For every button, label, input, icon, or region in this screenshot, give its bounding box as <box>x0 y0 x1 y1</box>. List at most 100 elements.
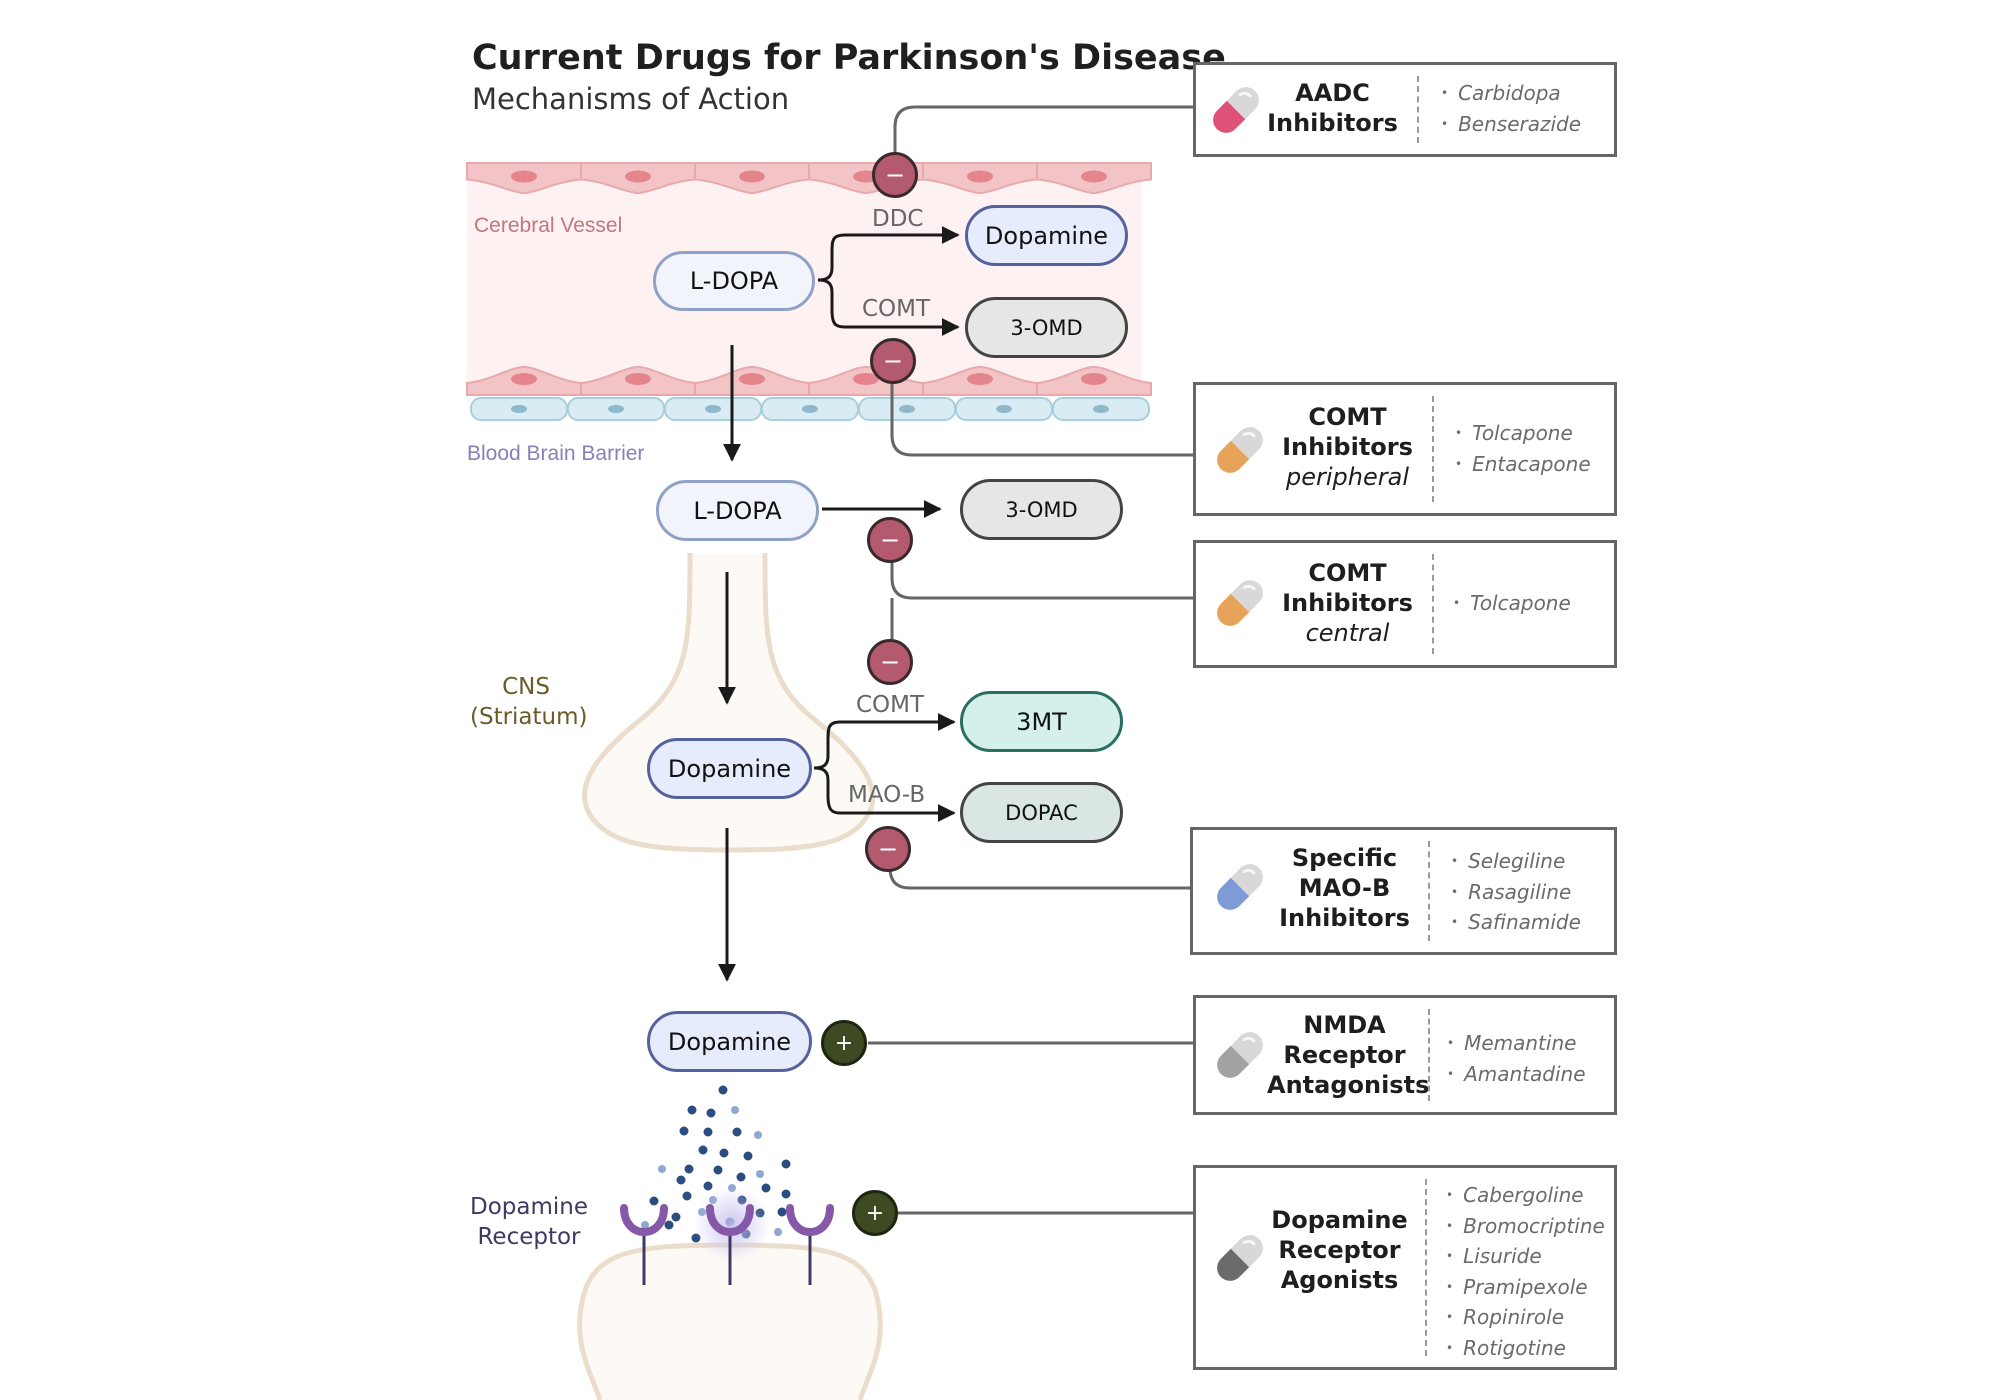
drug-class-scope: peripheral <box>1286 463 1409 491</box>
bbb-cell-nucleus <box>899 405 915 413</box>
dopamine-molecule <box>781 1159 791 1169</box>
vessel-cell-bottom-nucleus <box>853 373 879 385</box>
dopamine-molecule <box>687 1105 697 1115</box>
dopamine-molecule <box>718 1085 728 1095</box>
label-cerebral-vessel: Cerebral Vessel <box>474 214 623 237</box>
bbb-cells <box>470 397 1150 421</box>
drug-class-title-line: Inhibitors <box>1282 589 1413 617</box>
dopamine-molecule <box>761 1183 771 1193</box>
page-title: Current Drugs for Parkinson's Disease <box>472 38 1226 78</box>
brace-vessel <box>817 233 846 329</box>
drug-class-title-line: NMDA <box>1303 1011 1386 1039</box>
connector-aadc <box>893 105 1193 170</box>
drug-name: Rasagiline <box>1451 879 1581 910</box>
dopamine-molecule <box>671 1212 681 1222</box>
dopamine-molecule <box>713 1165 723 1175</box>
drug-list: TolcaponeEntacapone <box>1455 420 1591 481</box>
node-ldopa-vessel: L-DOPA <box>653 251 815 311</box>
node-ldopa-cns: L-DOPA <box>656 480 819 541</box>
drug-box-divider <box>1432 396 1434 502</box>
label-cns: CNS (Striatum) <box>470 672 588 732</box>
drug-name: Bromocriptine <box>1446 1213 1605 1244</box>
drug-name: Benserazide <box>1441 111 1581 142</box>
bbb-cell-nucleus <box>802 405 818 413</box>
dopamine-molecule <box>703 1181 713 1191</box>
dopamine-molecule <box>664 1220 674 1230</box>
dopamine-molecule <box>743 1151 753 1161</box>
drug-name: Lisuride <box>1446 1243 1605 1274</box>
drug-name: Tolcapone <box>1453 590 1571 621</box>
dopamine-molecule <box>684 1164 694 1174</box>
connector-comt-central <box>890 540 1193 660</box>
node-dopac: DOPAC <box>960 782 1123 843</box>
dopamine-molecule <box>777 1207 787 1217</box>
bbb-cell-nucleus <box>1093 405 1109 413</box>
bbb-cell-nucleus <box>511 405 527 413</box>
pill-icon <box>1217 1032 1263 1078</box>
drug-name: Pramipexole <box>1446 1274 1605 1305</box>
connector-maob <box>888 850 1190 890</box>
inhibit-marker-maob: − <box>865 826 911 872</box>
potentiate-marker-agonists: + <box>852 1190 898 1236</box>
vessel-cell-top-nucleus <box>511 170 537 183</box>
label-cns-line1: CNS <box>502 674 550 700</box>
pill-icon <box>1213 87 1259 133</box>
drug-class-title-line: Inhibitors <box>1267 109 1398 137</box>
dopamine-receptors <box>620 1204 834 1285</box>
pill-icon <box>1217 1235 1263 1281</box>
receptor-cup <box>706 1204 754 1236</box>
dopamine-molecule <box>719 1148 729 1158</box>
vessel-cell-bottom-nucleus <box>739 373 765 385</box>
vessel-cell-top-nucleus <box>967 170 993 183</box>
pill-icon <box>1217 580 1263 626</box>
drug-class-title-line: COMT <box>1308 403 1387 431</box>
dopamine-molecule <box>736 1172 746 1182</box>
vessel-cell-top-nucleus <box>1081 170 1107 183</box>
label-receptor-line1: Dopamine <box>470 1194 588 1220</box>
drug-box-divider <box>1428 1009 1430 1101</box>
dopamine-molecule <box>676 1175 686 1185</box>
receptor-glow <box>694 1187 770 1263</box>
drug-name: Safinamide <box>1451 909 1581 940</box>
vessel-cell-bottom-nucleus <box>967 373 993 385</box>
drug-name: Selegiline <box>1451 848 1581 879</box>
receptor-cup <box>786 1204 834 1236</box>
drug-list: CabergolineBromocriptineLisuridePramipex… <box>1446 1182 1605 1365</box>
node-3omd-vessel: 3-OMD <box>965 297 1128 358</box>
dopamine-molecule <box>781 1189 791 1199</box>
vessel-cell-top-nucleus <box>739 170 765 183</box>
enzyme-comt-vessel: COMT <box>862 296 931 322</box>
drug-class-title-line: Receptor <box>1278 1236 1401 1264</box>
enzyme-maob: MAO-B <box>848 782 926 808</box>
vessel-cell-bottom-nucleus <box>511 373 537 385</box>
inhibit-marker-comt-central-2: − <box>867 639 913 685</box>
drug-list: SelegilineRasagilineSafinamide <box>1451 848 1581 940</box>
drug-box-divider <box>1432 554 1434 654</box>
dopamine-molecule <box>641 1221 649 1229</box>
drug-name: Rotigotine <box>1446 1335 1605 1366</box>
drug-name: Carbidopa <box>1441 80 1581 111</box>
label-cns-line2: (Striatum) <box>470 704 588 730</box>
drug-box-divider <box>1428 841 1430 941</box>
inhibit-marker-comt-peripheral: − <box>870 338 916 384</box>
node-dopamine-synapse: Dopamine <box>647 1011 812 1072</box>
enzyme-ddc: DDC <box>872 206 924 232</box>
drug-list: Tolcapone <box>1453 590 1571 621</box>
vessel-cells-bottom <box>466 365 1152 396</box>
drug-name: Entacapone <box>1455 451 1591 482</box>
vessel-cell-bottom-nucleus <box>1081 373 1107 385</box>
label-dopamine-receptor: Dopamine Receptor <box>466 1192 592 1252</box>
pill-icon <box>1217 864 1263 910</box>
drug-list: CarbidopaBenserazide <box>1441 80 1581 141</box>
vessel-cell-bottom-nucleus <box>625 373 651 385</box>
dopamine-molecule <box>754 1131 762 1139</box>
inhibit-marker-aadc: − <box>872 152 918 198</box>
dopamine-molecule <box>649 1196 659 1206</box>
drug-class-title-line: COMT <box>1308 559 1387 587</box>
drug-name: Ropinirole <box>1446 1304 1605 1335</box>
